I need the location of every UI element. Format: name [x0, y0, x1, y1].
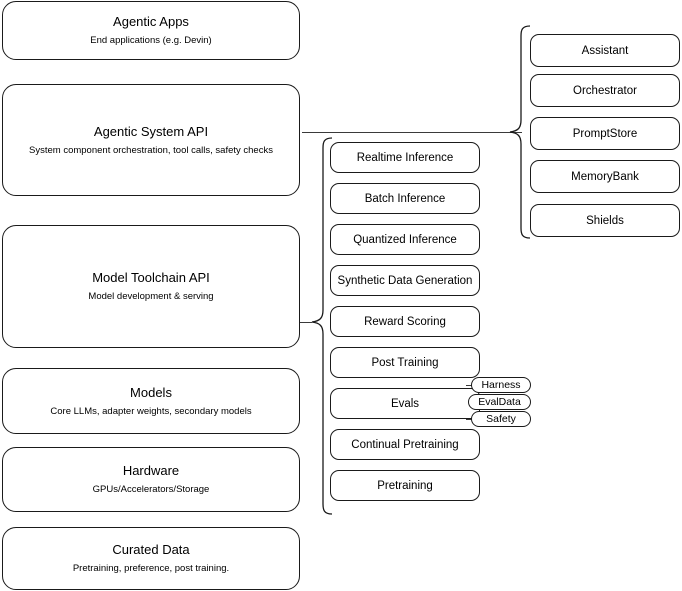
layer-curated-data[interactable]: Curated Data Pretraining, preference, po…: [2, 527, 300, 590]
capability-label: Pretraining: [377, 479, 433, 492]
layer-title: Model Toolchain API: [92, 270, 210, 285]
capability-pretraining[interactable]: Pretraining: [330, 470, 480, 501]
eval-tag-label: Harness: [481, 378, 521, 391]
layer-model-toolchain-api[interactable]: Model Toolchain API Model development & …: [2, 225, 300, 348]
toolchain-connector-line: [298, 322, 312, 323]
capability-label: Continual Pretraining: [351, 438, 459, 451]
component-assistant[interactable]: Assistant: [530, 34, 680, 67]
capability-label: Batch Inference: [364, 192, 446, 205]
eval-tag-label: EvalData: [478, 395, 521, 408]
capability-evals[interactable]: Evals: [330, 388, 480, 419]
eval-tag-harness[interactable]: Harness: [471, 377, 531, 393]
layer-title: Agentic Apps: [113, 14, 189, 29]
component-label: Shields: [586, 214, 624, 227]
eval-tag-label: Safety: [486, 412, 516, 425]
capability-synthetic-data-generation[interactable]: Synthetic Data Generation: [330, 265, 480, 296]
component-label: PromptStore: [572, 127, 638, 140]
system-components-brace: [509, 25, 531, 239]
layer-agentic-system-api[interactable]: Agentic System API System component orch…: [2, 84, 300, 196]
layer-subtitle: GPUs/Accelerators/Storage: [92, 484, 210, 495]
layer-hardware[interactable]: Hardware GPUs/Accelerators/Storage: [2, 447, 300, 512]
capability-label: Post Training: [371, 356, 439, 369]
component-memorybank[interactable]: MemoryBank: [530, 160, 680, 193]
capability-continual-pretraining[interactable]: Continual Pretraining: [330, 429, 480, 460]
layer-models[interactable]: Models Core LLMs, adapter weights, secon…: [2, 368, 300, 434]
eval-tag-evaldata[interactable]: EvalData: [468, 394, 531, 410]
eval-tag-safety[interactable]: Safety: [471, 411, 531, 427]
component-label: Orchestrator: [573, 84, 637, 97]
toolchain-capabilities-brace: [311, 137, 333, 515]
capability-realtime-inference[interactable]: Realtime Inference: [330, 142, 480, 173]
component-promptstore[interactable]: PromptStore: [530, 117, 680, 150]
component-shields[interactable]: Shields: [530, 204, 680, 237]
capability-reward-scoring[interactable]: Reward Scoring: [330, 306, 480, 337]
capability-label: Synthetic Data Generation: [337, 274, 473, 287]
component-label: MemoryBank: [571, 170, 639, 183]
capability-label: Quantized Inference: [353, 233, 457, 246]
component-label: Assistant: [581, 44, 629, 57]
capability-label: Realtime Inference: [356, 151, 454, 164]
layer-title: Agentic System API: [93, 123, 209, 139]
layer-title: Models: [130, 384, 172, 400]
layer-subtitle: Model development & serving: [88, 291, 214, 302]
capability-label: Evals: [390, 397, 420, 410]
layer-subtitle: End applications (e.g. Devin): [90, 35, 212, 46]
capability-batch-inference[interactable]: Batch Inference: [330, 183, 480, 214]
component-orchestrator[interactable]: Orchestrator: [530, 74, 680, 107]
layer-subtitle: Core LLMs, adapter weights, secondary mo…: [50, 405, 252, 417]
layer-title: Curated Data: [112, 542, 190, 557]
system-api-connector-line: [302, 132, 522, 133]
capability-quantized-inference[interactable]: Quantized Inference: [330, 224, 480, 255]
layer-agentic-apps[interactable]: Agentic Apps End applications (e.g. Devi…: [2, 1, 300, 60]
capability-post-training[interactable]: Post Training: [330, 347, 480, 378]
layer-subtitle: Pretraining, preference, post training.: [72, 563, 230, 574]
layer-title: Hardware: [122, 463, 180, 478]
layer-subtitle: System component orchestration, tool cal…: [29, 144, 273, 156]
capability-label: Reward Scoring: [364, 315, 446, 328]
